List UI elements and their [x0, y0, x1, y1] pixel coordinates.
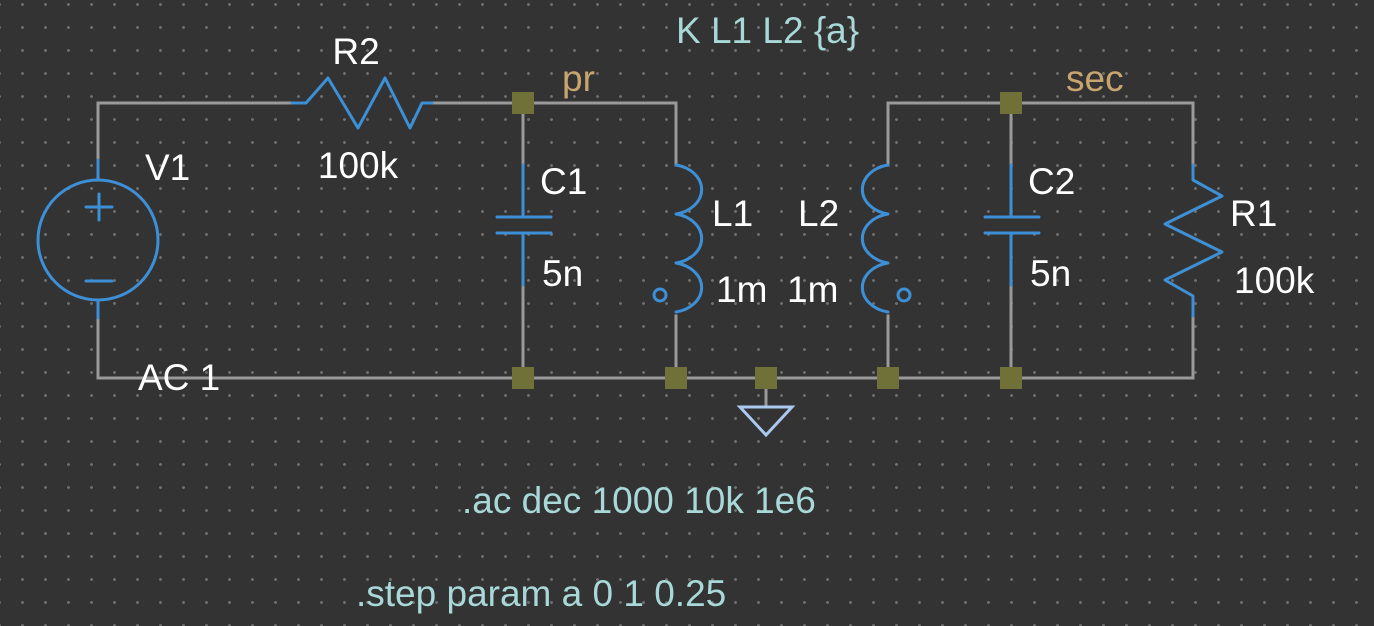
wire-sec-top[interactable] — [886, 101, 1195, 167]
l1-name: L1 — [712, 193, 753, 234]
r1-value: 100k — [1234, 260, 1315, 301]
node-pr[interactable] — [512, 92, 534, 114]
l2-dot-icon — [896, 287, 912, 303]
ground-icon[interactable] — [736, 405, 796, 438]
l2-name: L2 — [798, 193, 839, 234]
l1-dot-icon — [652, 287, 668, 303]
r1-name: R1 — [1230, 193, 1277, 234]
c2-value: 5n — [1030, 253, 1071, 294]
l2-value: 1m — [787, 269, 838, 310]
v1-name: V1 — [145, 147, 190, 188]
node-ground[interactable] — [755, 367, 777, 389]
r2-value: 100k — [318, 145, 399, 186]
coupling-directive[interactable]: K L1 L2 {a} — [676, 10, 859, 51]
wire-r2-pr[interactable] — [430, 101, 678, 167]
l1-value: 1m — [716, 269, 767, 310]
wire-bottom-rail[interactable] — [96, 298, 1195, 380]
inductor-l2[interactable] — [860, 163, 912, 314]
node-l1-bottom[interactable] — [665, 367, 687, 389]
wires — [96, 101, 1195, 407]
c1-name: C1 — [540, 161, 587, 202]
node-c2-bottom[interactable] — [1000, 367, 1022, 389]
node-c1-bottom[interactable] — [512, 367, 534, 389]
net-label-pr[interactable]: pr — [562, 58, 595, 99]
net-label-sec[interactable]: sec — [1066, 58, 1124, 99]
r2-name: R2 — [332, 31, 379, 72]
ac-analysis-directive[interactable]: .ac dec 1000 10k 1e6 — [462, 480, 816, 521]
inductor-l1[interactable] — [652, 163, 704, 314]
wire-v1-top[interactable] — [96, 101, 294, 182]
node-l2-bottom[interactable] — [877, 367, 899, 389]
node-sec[interactable] — [1000, 92, 1022, 114]
voltage-source-v1[interactable] — [36, 158, 160, 320]
c1-value: 5n — [542, 253, 583, 294]
resistor-r2[interactable] — [290, 76, 434, 130]
step-param-directive[interactable]: .step param a 0 1 0.25 — [356, 573, 726, 614]
nodes — [512, 92, 1022, 389]
capacitor-c2[interactable] — [983, 163, 1041, 287]
capacitor-c1[interactable] — [495, 163, 553, 287]
c2-name: C2 — [1028, 161, 1075, 202]
v1-value: AC 1 — [138, 357, 220, 398]
resistor-r1[interactable] — [1163, 163, 1224, 318]
